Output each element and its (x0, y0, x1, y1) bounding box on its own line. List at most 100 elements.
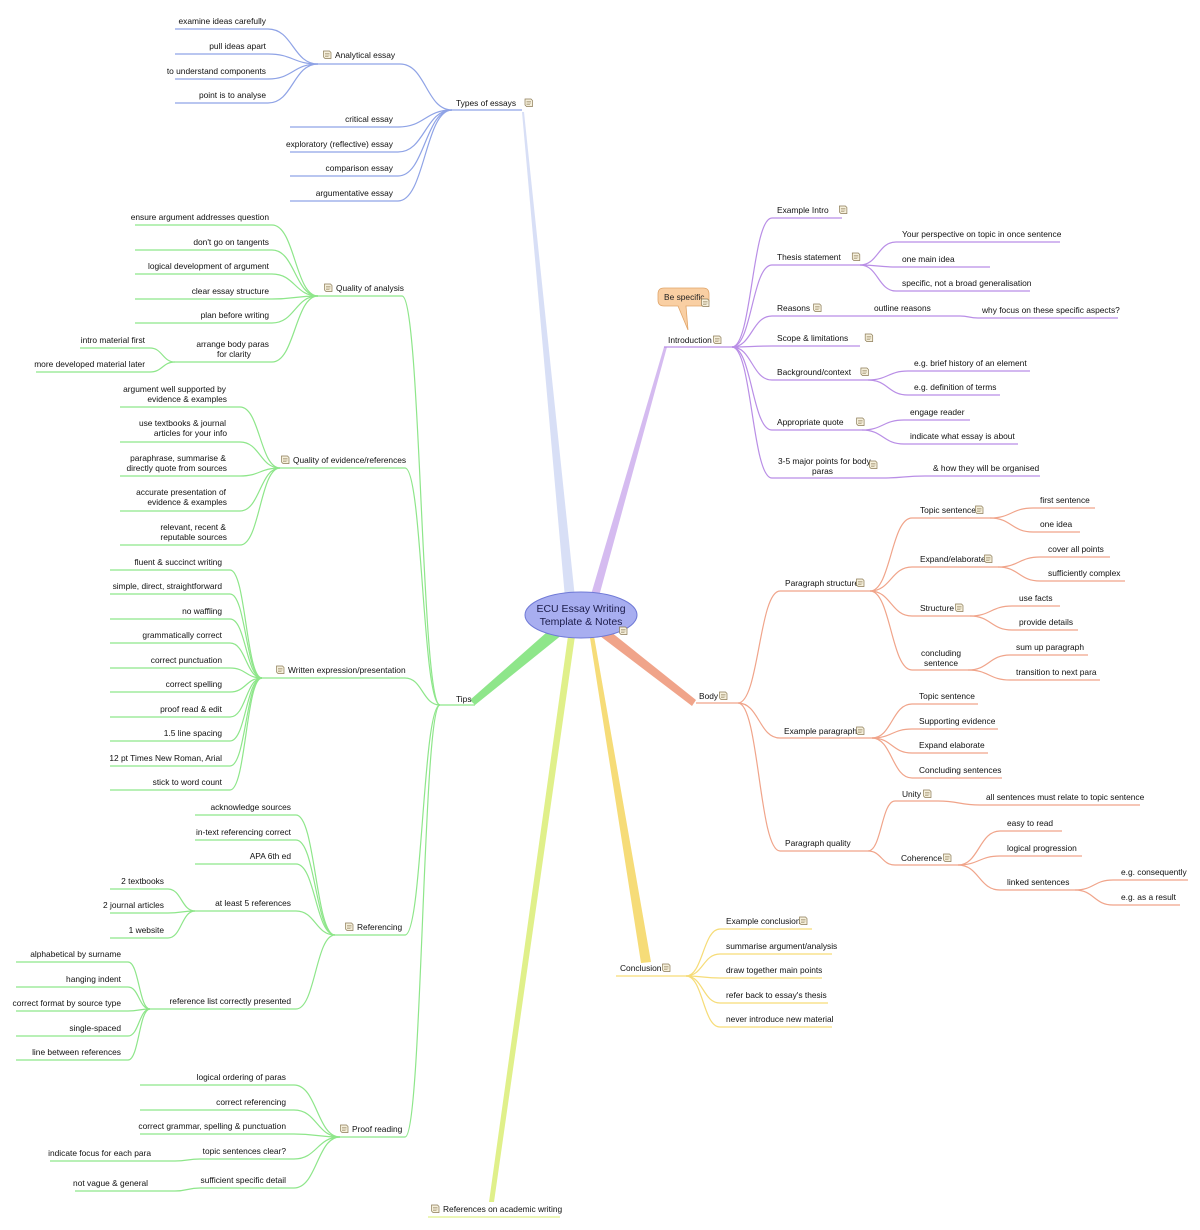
node-tips: Tips (456, 694, 472, 704)
note-icon[interactable] (856, 726, 865, 735)
note-icon[interactable] (431, 1204, 440, 1213)
branch-line (1074, 879, 1114, 891)
branch-line (404, 704, 441, 936)
note-icon[interactable] (856, 578, 865, 587)
branch-line (295, 863, 336, 936)
branch-line (737, 702, 781, 739)
node-ps3_1: use facts (1019, 593, 1053, 603)
branch-line (997, 566, 1041, 582)
branch-line (881, 475, 926, 479)
node-in4: Scope & limitations (777, 333, 848, 343)
node-in7_1: & how they will be organised (933, 463, 1039, 473)
be-specific-callout: Be specific (657, 287, 710, 331)
note-icon[interactable] (276, 665, 285, 674)
node-t3: comparison essay (326, 163, 394, 173)
node-pr2: correct referencing (216, 1097, 286, 1107)
node-in3_1: outline reasons (874, 303, 931, 313)
note-icon[interactable] (713, 335, 722, 344)
node-pr4: topic sentences clear? (203, 1146, 287, 1156)
note-icon[interactable] (340, 1124, 349, 1133)
node-we6: correct spelling (166, 679, 223, 689)
trunk-body (600, 628, 696, 706)
note-icon[interactable] (955, 603, 964, 612)
note-icon[interactable] (324, 283, 333, 292)
node-co1: Example conclusion (726, 916, 801, 926)
note-icon[interactable] (281, 455, 290, 464)
node-ps4_1: sum up paragraph (1016, 642, 1084, 652)
node-in3: Reasons (777, 303, 810, 313)
node-co2: summarise argument/analysis (726, 941, 837, 951)
node-qe3b: directly quote from sources (126, 463, 227, 473)
branch-line (271, 273, 319, 297)
branch-line (867, 379, 909, 396)
branch-line (293, 1136, 341, 1160)
branch-line (271, 249, 319, 297)
note-icon[interactable] (943, 853, 952, 862)
branch-line (957, 864, 1001, 891)
trunk-tips (470, 625, 568, 705)
node-we7: proof read & edit (160, 704, 223, 714)
node-in5_1: e.g. brief history of an element (914, 358, 1027, 368)
node-ps2_1: cover all points (1048, 544, 1104, 554)
node-qe4b: evidence & examples (147, 497, 227, 507)
node-co3: draw together main points (726, 965, 822, 975)
branch-line (229, 642, 263, 679)
note-icon[interactable] (701, 298, 710, 307)
node-proof-reading: Proof reading (352, 1124, 403, 1134)
note-icon[interactable] (923, 789, 932, 798)
note-icon[interactable] (860, 367, 869, 376)
note-icon[interactable] (662, 963, 671, 972)
note-icon[interactable] (524, 98, 533, 107)
branch-line (239, 441, 281, 469)
node-qa6a: arrange body paras (196, 339, 269, 349)
branch-line (397, 109, 453, 202)
node-written-expression: Written expression/presentation (288, 665, 406, 675)
node-in3_2: why focus on these specific aspects? (981, 305, 1120, 315)
note-icon[interactable] (864, 333, 874, 342)
branch-line (861, 419, 905, 431)
note-icon[interactable] (975, 505, 984, 514)
node-qe3a: paraphrase, summarise & (130, 453, 226, 463)
branch-line (967, 654, 1011, 671)
branch-line (997, 556, 1041, 568)
branch-line (127, 986, 151, 1010)
callout-label: Be specific (664, 292, 705, 302)
branch-line (737, 702, 781, 852)
note-icon[interactable] (851, 252, 861, 261)
note-icon[interactable] (719, 691, 728, 700)
branch-line (1074, 889, 1114, 906)
branch-line (869, 566, 913, 592)
node-t2: exploratory (reflective) essay (286, 139, 394, 149)
node-ps4_2: transition to next para (1016, 667, 1097, 677)
node-ref5: reference list correctly presented (170, 996, 292, 1006)
node-ref4_1: 2 textbooks (121, 876, 164, 886)
note-icon[interactable] (984, 554, 993, 563)
note-icon[interactable] (619, 626, 628, 635)
branch-line (685, 975, 721, 1004)
branch-line (871, 737, 913, 754)
branch-line (404, 677, 441, 706)
branch-line (127, 961, 151, 1010)
branch-line (869, 517, 913, 592)
node-ps4b: sentence (924, 658, 958, 668)
branch-line (167, 910, 196, 939)
note-icon[interactable] (323, 50, 332, 59)
node-qa3: logical development of argument (148, 261, 270, 271)
note-icon[interactable] (345, 922, 354, 931)
trunk-intro (590, 347, 667, 600)
node-ep3: Expand elaborate (919, 740, 985, 750)
node-analytical-essay: Analytical essay (335, 50, 396, 60)
note-icon[interactable] (813, 303, 822, 312)
node-we10: stick to word count (153, 777, 223, 787)
node-an2: pull ideas apart (209, 41, 266, 51)
note-icon[interactable] (869, 460, 878, 469)
central-topic-line1: ECU Essay Writing (536, 603, 625, 615)
note-icon[interactable] (799, 916, 808, 925)
node-qe1a: argument well supported by (123, 384, 227, 394)
node-pq2_1: easy to read (1007, 818, 1053, 828)
note-icon[interactable] (856, 417, 865, 426)
branch-line (731, 264, 773, 348)
note-icon[interactable] (839, 205, 848, 214)
